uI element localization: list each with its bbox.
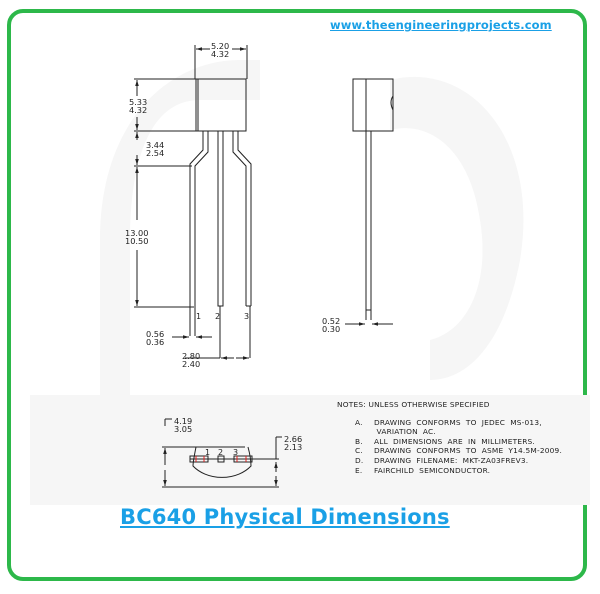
note-label: E.	[355, 465, 363, 475]
note-a: A. DRAWING CONFORMS TO JEDEC MS-013,	[337, 418, 562, 428]
side-body	[352, 78, 394, 132]
pin-label-3: 3	[244, 312, 249, 321]
front-body	[195, 78, 247, 132]
dim-flat-height-max: 2.66	[284, 434, 302, 444]
dim-lead-thickness-max: 0.52	[322, 316, 340, 326]
dim-lead-length-max: 13.00	[125, 228, 148, 238]
note-text: FAIRCHILD SEMICONDUCTOR.	[374, 465, 491, 475]
dim-total-height-min: 3.05	[174, 424, 192, 434]
dim-lead-pitch-min: 2.40	[182, 359, 200, 369]
note-label: A.	[355, 417, 363, 427]
bottom-pin-label-1: 1	[205, 448, 210, 457]
pin-label-2: 2	[215, 312, 220, 321]
note-e: E. FAIRCHILD SEMICONDUCTOR.	[337, 466, 562, 476]
dim-lead-width-min: 0.36	[146, 337, 164, 347]
note-d: D. DRAWING FILENAME: MKT-ZA03FREV3.	[337, 456, 562, 466]
note-c: C. DRAWING CONFORMS TO ASME Y14.5M-2009.	[337, 446, 562, 456]
dim-total-height-max: 4.19	[174, 416, 192, 426]
note-text: DRAWING FILENAME: MKT-ZA03FREV3.	[374, 455, 529, 465]
note-text: ALL DIMENSIONS ARE IN MILLIMETERS.	[374, 436, 535, 446]
note-text: DRAWING CONFORMS TO ASME Y14.5M-2009.	[374, 446, 562, 456]
notes-heading: NOTES: UNLESS OTHERWISE SPECIFIED	[337, 400, 490, 409]
dim-body-width-max: 5.20	[211, 41, 229, 51]
note-b: B. ALL DIMENSIONS ARE IN MILLIMETERS.	[337, 437, 562, 447]
dim-body-height-max: 5.33	[129, 97, 147, 107]
bottom-pin-label-3: 3	[233, 448, 238, 457]
dim-body-height-min: 4.32	[129, 105, 147, 115]
note-label: B.	[355, 436, 363, 446]
dim-lead-bend-max: 3.44	[146, 140, 164, 150]
dim-lead-length-min: 10.50	[125, 236, 148, 246]
note-label: D.	[355, 455, 364, 465]
pin-label-1: 1	[196, 312, 201, 321]
note-text: DRAWING CONFORMS TO JEDEC MS-013,	[374, 417, 542, 427]
dim-lead-thickness-min: 0.30	[322, 324, 340, 334]
site-link[interactable]: www.theengineeringprojects.com	[330, 18, 552, 32]
note-a-cont: VARIATION AC.	[337, 427, 562, 437]
dim-lead-bend-min: 2.54	[146, 148, 164, 158]
note-label: C.	[355, 446, 363, 456]
note-text: VARIATION AC.	[374, 427, 436, 437]
dim-body-width-min: 4.32	[211, 49, 229, 59]
drawing-notes: NOTES: UNLESS OTHERWISE SPECIFIED A. DRAW…	[337, 400, 562, 475]
dim-lead-pitch-max: 2.80	[182, 351, 200, 361]
page-title[interactable]: BC640 Physical Dimensions	[120, 505, 450, 529]
note-label	[337, 427, 374, 437]
bottom-pin-label-2: 2	[218, 448, 223, 457]
dim-lead-width-max: 0.56	[146, 329, 164, 339]
dim-flat-height-min: 2.13	[284, 442, 302, 452]
